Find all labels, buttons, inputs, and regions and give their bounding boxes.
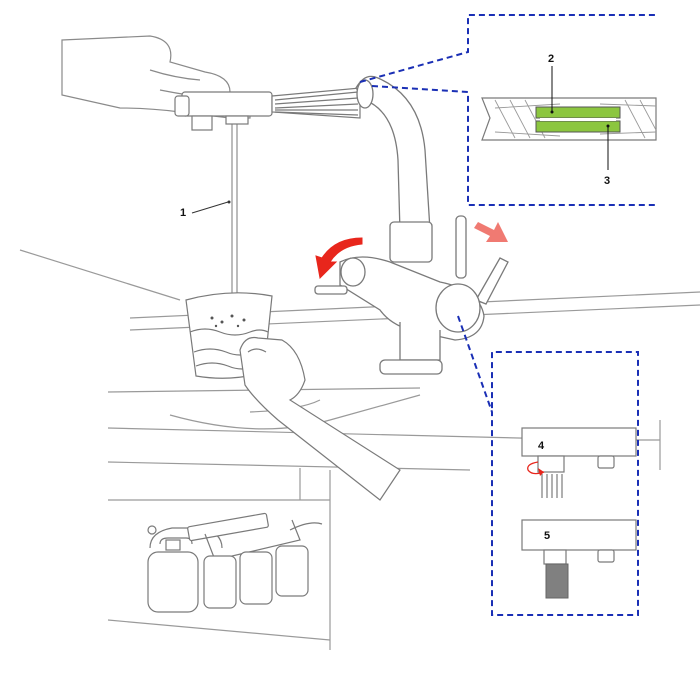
rotate-arrow-icon bbox=[315, 237, 363, 280]
faucet-icon bbox=[314, 75, 509, 375]
callout-3-label: 3 bbox=[604, 175, 610, 187]
inner-tube-2 bbox=[535, 106, 621, 119]
zoom-connector-bottom bbox=[457, 315, 639, 616]
callout-1-label: 1 bbox=[180, 207, 186, 219]
ro-faucet-icon bbox=[174, 87, 361, 131]
filter-canister-icon bbox=[147, 512, 323, 613]
twist-arrow-icon bbox=[527, 461, 545, 475]
cartridge-detail-5 bbox=[521, 519, 637, 599]
cartridge-detail-4 bbox=[521, 427, 637, 498]
arm-icon bbox=[239, 336, 401, 501]
water-stream bbox=[231, 124, 238, 300]
callout-2-label: 2 bbox=[548, 53, 554, 65]
callout-1-leader bbox=[191, 201, 229, 214]
pull-arrow-icon bbox=[474, 222, 508, 242]
callout-4-label: 4 bbox=[538, 440, 545, 452]
hose-cross-section bbox=[481, 97, 657, 141]
callout-5-label: 5 bbox=[544, 530, 550, 542]
zoom-connector-top bbox=[359, 14, 656, 206]
outlet-tube bbox=[545, 563, 569, 599]
